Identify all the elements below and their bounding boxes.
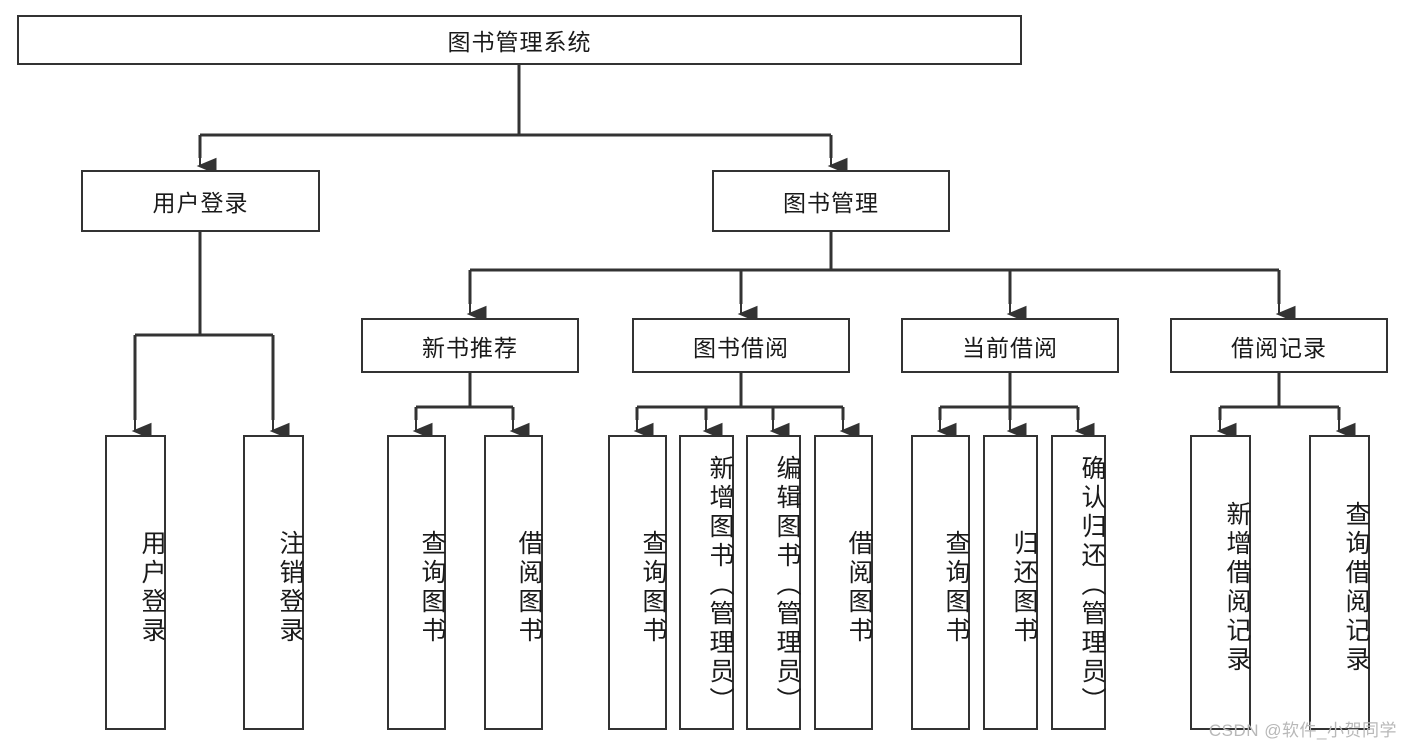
leaf-query-book-cur[interactable]: 查询图书	[911, 435, 970, 730]
node-borrow-record-label: 借阅记录	[1231, 334, 1327, 361]
leaf-query-record-label: 查询借阅记录	[1342, 500, 1370, 675]
node-current-borrow[interactable]: 当前借阅	[901, 318, 1119, 373]
leaf-borrow-book[interactable]: 借阅图书	[814, 435, 873, 730]
node-book-borrow-label: 图书借阅	[693, 334, 789, 361]
node-book-manage-label: 图书管理	[783, 190, 879, 216]
leaf-add-book-label: 新增图书（管理员）	[706, 455, 734, 716]
node-current-borrow-label: 当前借阅	[962, 334, 1058, 361]
node-root-label: 图书管理系统	[447, 29, 592, 55]
leaf-borrow-book-label: 借阅图书	[845, 529, 873, 646]
leaf-add-book[interactable]: 新增图书（管理员）	[679, 435, 734, 730]
node-user-login-label: 用户登录	[152, 190, 249, 216]
node-book-manage[interactable]: 图书管理	[712, 170, 950, 232]
leaf-query-book-rec-label: 查询图书	[418, 529, 446, 646]
leaf-query-record[interactable]: 查询借阅记录	[1309, 435, 1370, 730]
leaf-edit-book-label: 编辑图书（管理员）	[773, 455, 801, 716]
node-borrow-record[interactable]: 借阅记录	[1170, 318, 1388, 373]
leaf-query-book-rec[interactable]: 查询图书	[387, 435, 446, 730]
leaf-user-logout-label: 注销登录	[276, 529, 304, 646]
leaf-confirm-return[interactable]: 确认归还（管理员）	[1051, 435, 1106, 730]
node-root[interactable]: 图书管理系统	[17, 15, 1022, 65]
node-new-book-rec[interactable]: 新书推荐	[361, 318, 579, 373]
node-book-borrow[interactable]: 图书借阅	[632, 318, 850, 373]
leaf-return-book-label: 归还图书	[1010, 529, 1038, 646]
leaf-borrow-book-rec[interactable]: 借阅图书	[484, 435, 543, 730]
leaf-confirm-return-label: 确认归还（管理员）	[1078, 455, 1106, 716]
leaf-query-book-borrow[interactable]: 查询图书	[608, 435, 667, 730]
node-user-login[interactable]: 用户登录	[81, 170, 320, 232]
leaf-user-login-label: 用户登录	[138, 529, 166, 646]
csdn-watermark: CSDN @软件_小贺同学	[1208, 721, 1397, 740]
leaf-add-record-label: 新增借阅记录	[1223, 500, 1251, 675]
leaf-user-logout[interactable]: 注销登录	[243, 435, 304, 730]
node-new-book-rec-label: 新书推荐	[422, 334, 518, 361]
leaf-borrow-book-rec-label: 借阅图书	[515, 529, 543, 646]
leaf-edit-book[interactable]: 编辑图书（管理员）	[746, 435, 801, 730]
leaf-query-book-cur-label: 查询图书	[942, 529, 970, 646]
leaf-user-login[interactable]: 用户登录	[105, 435, 166, 730]
leaf-return-book[interactable]: 归还图书	[983, 435, 1038, 730]
leaf-add-record[interactable]: 新增借阅记录	[1190, 435, 1251, 730]
leaf-query-book-borrow-label: 查询图书	[639, 529, 667, 646]
